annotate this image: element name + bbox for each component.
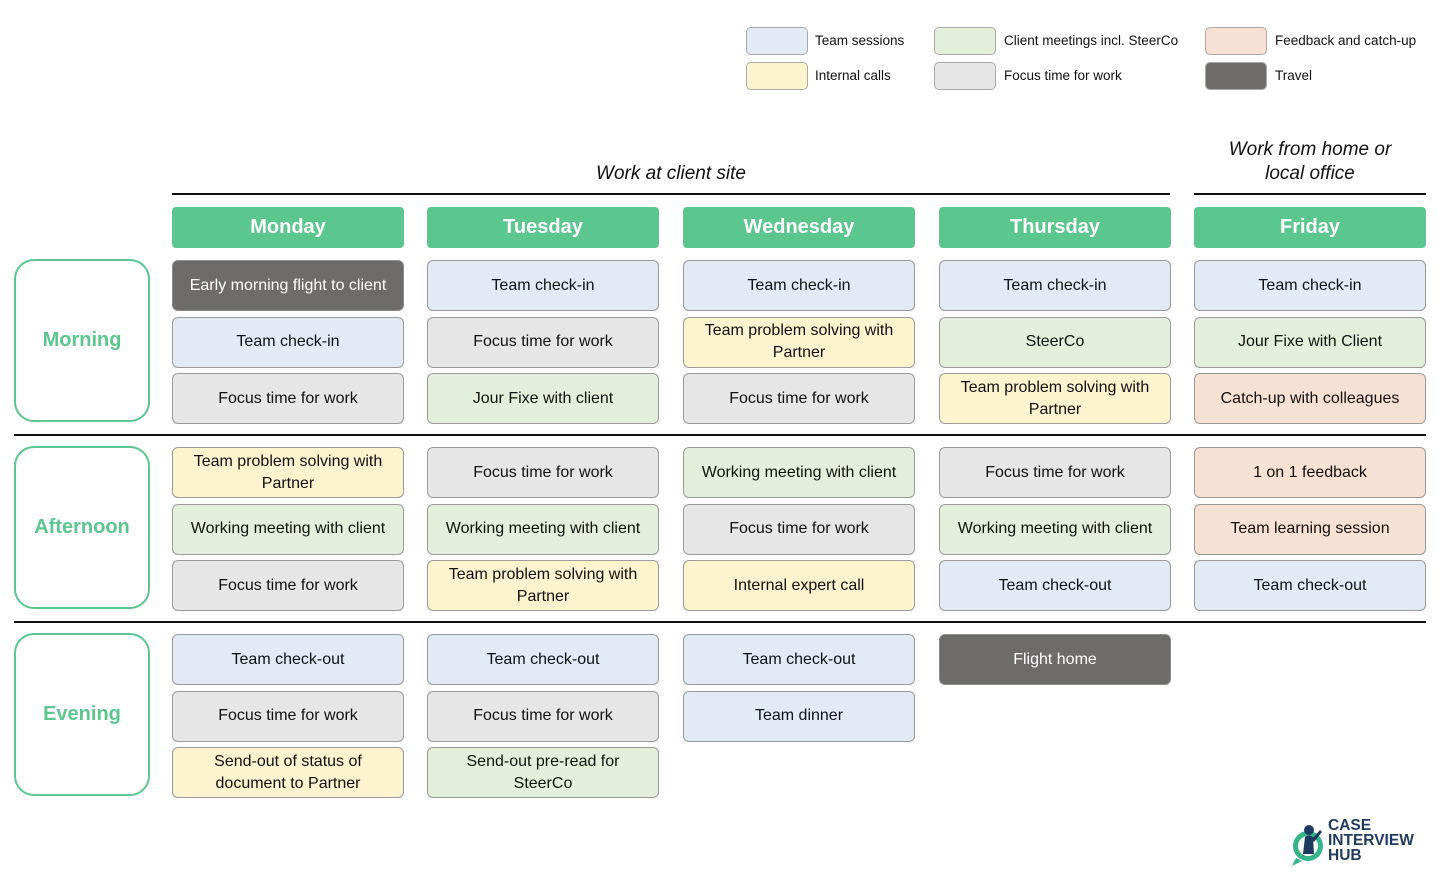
logo-wordmark: CASE INTERVIEW HUB bbox=[1328, 817, 1414, 864]
activity-thursday-afternoon-1: Focus time for work bbox=[939, 447, 1171, 498]
legend-swatch-internal bbox=[746, 62, 808, 90]
logo-line-3: HUB bbox=[1328, 847, 1362, 864]
legend-label-client: Client meetings incl. SteerCo bbox=[1004, 33, 1179, 48]
activity-friday-afternoon-3: Team check-out bbox=[1194, 560, 1426, 611]
client-site-title: Work at client site bbox=[596, 163, 746, 184]
activity-tuesday-evening-1: Team check-out bbox=[427, 634, 659, 685]
activity-monday-afternoon-3: Focus time for work bbox=[172, 560, 404, 611]
activity-monday-evening-1: Team check-out bbox=[172, 634, 404, 685]
activity-monday-evening-2: Focus time for work bbox=[172, 690, 404, 742]
client-site-line bbox=[172, 193, 1170, 195]
activity-friday-morning-3: Catch-up with colleagues bbox=[1194, 373, 1426, 424]
divider-afternoon-evening bbox=[14, 621, 1426, 623]
activity-wednesday-morning-2: Team problem solving with Partner bbox=[683, 316, 915, 368]
activity-tuesday-evening-3: Send-out pre-read for SteerCo bbox=[427, 747, 659, 798]
period-morning: Morning bbox=[14, 259, 150, 422]
activity-tuesday-morning-3: Jour Fixe with client bbox=[427, 373, 659, 424]
day-header-friday: Friday bbox=[1194, 207, 1426, 248]
activity-tuesday-evening-2: Focus time for work bbox=[427, 690, 659, 742]
activity-monday-afternoon-1: Team problem solving with Partner bbox=[172, 447, 404, 498]
period-evening: Evening bbox=[14, 633, 150, 796]
activity-friday-afternoon-2: Team learning session bbox=[1194, 503, 1426, 555]
day-header-thursday: Thursday bbox=[939, 207, 1171, 248]
activity-thursday-evening-1: Flight home bbox=[939, 634, 1171, 685]
activity-thursday-afternoon-2: Working meeting with client bbox=[939, 503, 1171, 555]
activity-wednesday-afternoon-3: Internal expert call bbox=[683, 560, 915, 611]
period-afternoon: Afternoon bbox=[14, 446, 150, 609]
activity-friday-morning-1: Team check-in bbox=[1194, 260, 1426, 311]
legend-swatch-client bbox=[934, 27, 996, 55]
activity-wednesday-morning-3: Focus time for work bbox=[683, 373, 915, 424]
activity-tuesday-morning-1: Team check-in bbox=[427, 260, 659, 311]
logo-line-1: CASE bbox=[1328, 817, 1372, 834]
legend-swatch-team bbox=[746, 27, 808, 55]
activity-tuesday-afternoon-2: Working meeting with client bbox=[427, 503, 659, 555]
activity-friday-afternoon-1: 1 on 1 feedback bbox=[1194, 447, 1426, 498]
activity-wednesday-evening-1: Team check-out bbox=[683, 634, 915, 685]
legend-label-travel: Travel bbox=[1275, 68, 1313, 83]
activity-wednesday-evening-2: Team dinner bbox=[683, 690, 915, 742]
activity-wednesday-afternoon-1: Working meeting with client bbox=[683, 447, 915, 498]
activity-tuesday-afternoon-3: Team problem solving with Partner bbox=[427, 560, 659, 611]
activity-wednesday-afternoon-2: Focus time for work bbox=[683, 503, 915, 555]
legend-swatch-focus bbox=[934, 62, 996, 90]
day-header-tuesday: Tuesday bbox=[427, 207, 659, 248]
legend-swatch-travel bbox=[1205, 62, 1267, 90]
legend-swatch-feedback bbox=[1205, 27, 1267, 55]
logo-line-2: INTERVIEW bbox=[1328, 832, 1414, 849]
activity-monday-morning-2: Team check-in bbox=[172, 316, 404, 368]
activity-monday-afternoon-2: Working meeting with client bbox=[172, 503, 404, 555]
case-interview-hub-logo: CASE INTERVIEW HUB bbox=[1290, 818, 1430, 866]
activity-tuesday-morning-2: Focus time for work bbox=[427, 316, 659, 368]
activity-thursday-morning-1: Team check-in bbox=[939, 260, 1171, 311]
activity-friday-morning-2: Jour Fixe with Client bbox=[1194, 316, 1426, 368]
activity-thursday-morning-2: SteerCo bbox=[939, 316, 1171, 368]
activity-monday-morning-1: Early morning flight to client bbox=[172, 260, 404, 311]
activity-thursday-morning-3: Team problem solving with Partner bbox=[939, 373, 1171, 424]
activity-tuesday-afternoon-1: Focus time for work bbox=[427, 447, 659, 498]
day-header-monday: Monday bbox=[172, 207, 404, 248]
legend-label-team: Team sessions bbox=[815, 33, 905, 48]
day-header-wednesday: Wednesday bbox=[683, 207, 915, 248]
home-office-line bbox=[1194, 193, 1426, 195]
activity-wednesday-morning-1: Team check-in bbox=[683, 260, 915, 311]
activity-thursday-afternoon-3: Team check-out bbox=[939, 560, 1171, 611]
legend-label-focus: Focus time for work bbox=[1004, 68, 1122, 83]
divider-morning-afternoon bbox=[14, 434, 1426, 436]
legend-label-feedback: Feedback and catch-up bbox=[1275, 33, 1417, 48]
logo-icon bbox=[1292, 825, 1323, 866]
legend-label-internal: Internal calls bbox=[815, 68, 891, 83]
activity-monday-evening-3: Send-out of status of document to Partne… bbox=[172, 747, 404, 798]
home-office-title: Work from home or local office bbox=[1228, 139, 1392, 184]
activity-monday-morning-3: Focus time for work bbox=[172, 373, 404, 424]
